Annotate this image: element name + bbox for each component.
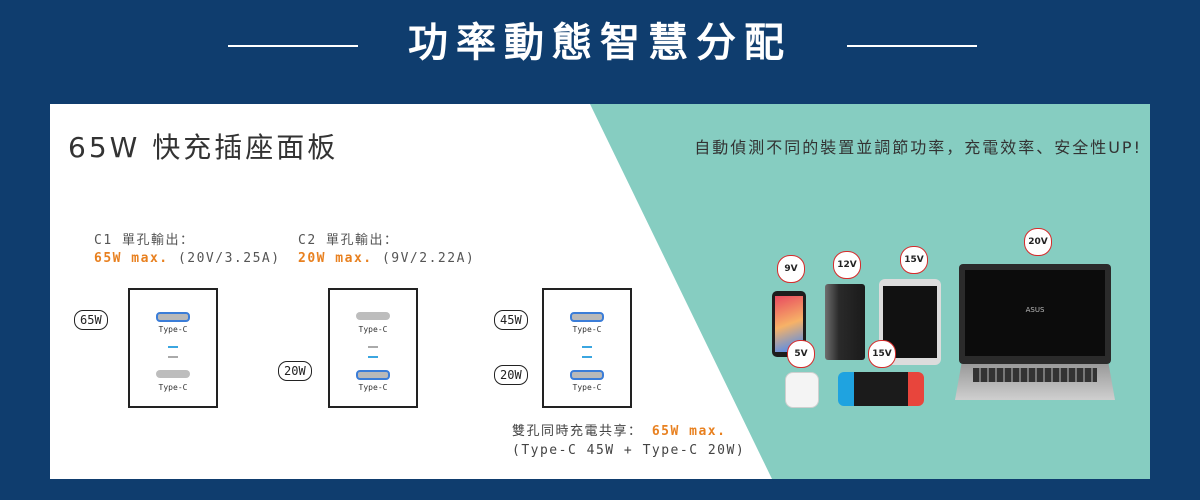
usb-c-port-bottom	[156, 370, 190, 378]
indicator-dash	[368, 356, 378, 358]
port-label-top: Type-C	[572, 325, 602, 334]
c2-output-title: C2 單孔輸出：	[298, 233, 399, 248]
panel-title: 65W 快充插座面板	[68, 131, 339, 164]
c2-output-label: C2 單孔輸出： 20W max. (9V/2.22A)	[298, 232, 475, 268]
plate3-bottom-watt: 20W	[494, 365, 528, 385]
indicator-dash	[582, 356, 592, 358]
game-console-device	[838, 372, 924, 406]
laptop-screen: ASUS	[965, 270, 1105, 356]
voltage-badge-laptop: 20V	[1024, 228, 1052, 256]
header-line-left	[228, 45, 358, 47]
keyboard-keys	[973, 368, 1097, 382]
c1-output-title: C1 單孔輸出：	[94, 233, 195, 248]
tagline: 自動偵測不同的裝置並調節功率，充電效率、安全性UP!	[694, 138, 1142, 157]
c1-output-label: C1 單孔輸出： 65W max. (20V/3.25A)	[94, 232, 281, 268]
c2-output-line: 20W max. (9V/2.22A)	[298, 250, 475, 268]
shared-title: 雙孔同時充電共享：	[512, 424, 643, 439]
usb-c-port-bottom	[570, 370, 604, 380]
usb-c-port-bottom	[356, 370, 390, 380]
socket-plate-1: Type-C Type-C	[128, 288, 218, 408]
usb-c-port-top	[570, 312, 604, 322]
voltage-badge-earbuds: 5V	[787, 340, 815, 368]
shared-max: 65W max.	[651, 424, 727, 439]
voltage-badge-console: 15V	[868, 340, 896, 368]
c2-max: 20W max.	[298, 251, 373, 266]
page-title: 功率動態智慧分配	[408, 20, 792, 66]
power-bank-device	[825, 284, 865, 360]
port-label-top: Type-C	[358, 325, 388, 334]
indicator-dash	[168, 346, 178, 348]
indicator-dash	[368, 346, 378, 348]
port-label-bottom: Type-C	[358, 383, 388, 392]
laptop-lid: ASUS	[959, 264, 1111, 364]
voltage-badge-powerbank: 12V	[833, 251, 861, 279]
c1-output-line: 65W max. (20V/3.25A)	[94, 250, 281, 268]
plate1-top-watt: 65W	[74, 310, 108, 330]
socket-plate-2: Type-C Type-C	[328, 288, 418, 408]
shared-output-line: 雙孔同時充電共享： 65W max.	[512, 422, 745, 441]
socket-plate-3: Type-C Type-C	[542, 288, 632, 408]
usb-c-port-top	[356, 312, 390, 320]
console-left-joycon	[838, 372, 854, 406]
console-right-joycon	[908, 372, 924, 406]
c2-spec: (9V/2.22A)	[381, 251, 476, 266]
port-label-top: Type-C	[158, 325, 188, 334]
laptop-brand: ASUS	[1025, 306, 1045, 314]
c1-max: 65W max.	[94, 251, 169, 266]
content-panel: 65W 快充插座面板 自動偵測不同的裝置並調節功率，充電效率、安全性UP! C1…	[50, 104, 1150, 479]
plate2-bottom-watt: 20W	[278, 361, 312, 381]
earbuds-device	[785, 372, 819, 408]
port-label-bottom: Type-C	[572, 383, 602, 392]
usb-c-port-top	[156, 312, 190, 322]
console-screen	[854, 372, 908, 406]
port-label-bottom: Type-C	[158, 383, 188, 392]
laptop-keyboard	[955, 364, 1115, 400]
plate3-top-watt: 45W	[494, 310, 528, 330]
voltage-badge-tablet: 15V	[900, 246, 928, 274]
tablet-device	[879, 279, 941, 365]
shared-output-label: 雙孔同時充電共享： 65W max. (Type-C 45W + Type-C …	[512, 422, 745, 460]
indicator-dash	[168, 356, 178, 358]
c1-spec: (20V/3.25A)	[177, 251, 281, 266]
indicator-dash	[582, 346, 592, 348]
laptop-device: ASUS	[955, 264, 1115, 402]
shared-detail: (Type-C 45W + Type-C 20W)	[512, 443, 746, 458]
header-line-right	[847, 45, 977, 47]
voltage-badge-phone: 9V	[777, 255, 805, 283]
